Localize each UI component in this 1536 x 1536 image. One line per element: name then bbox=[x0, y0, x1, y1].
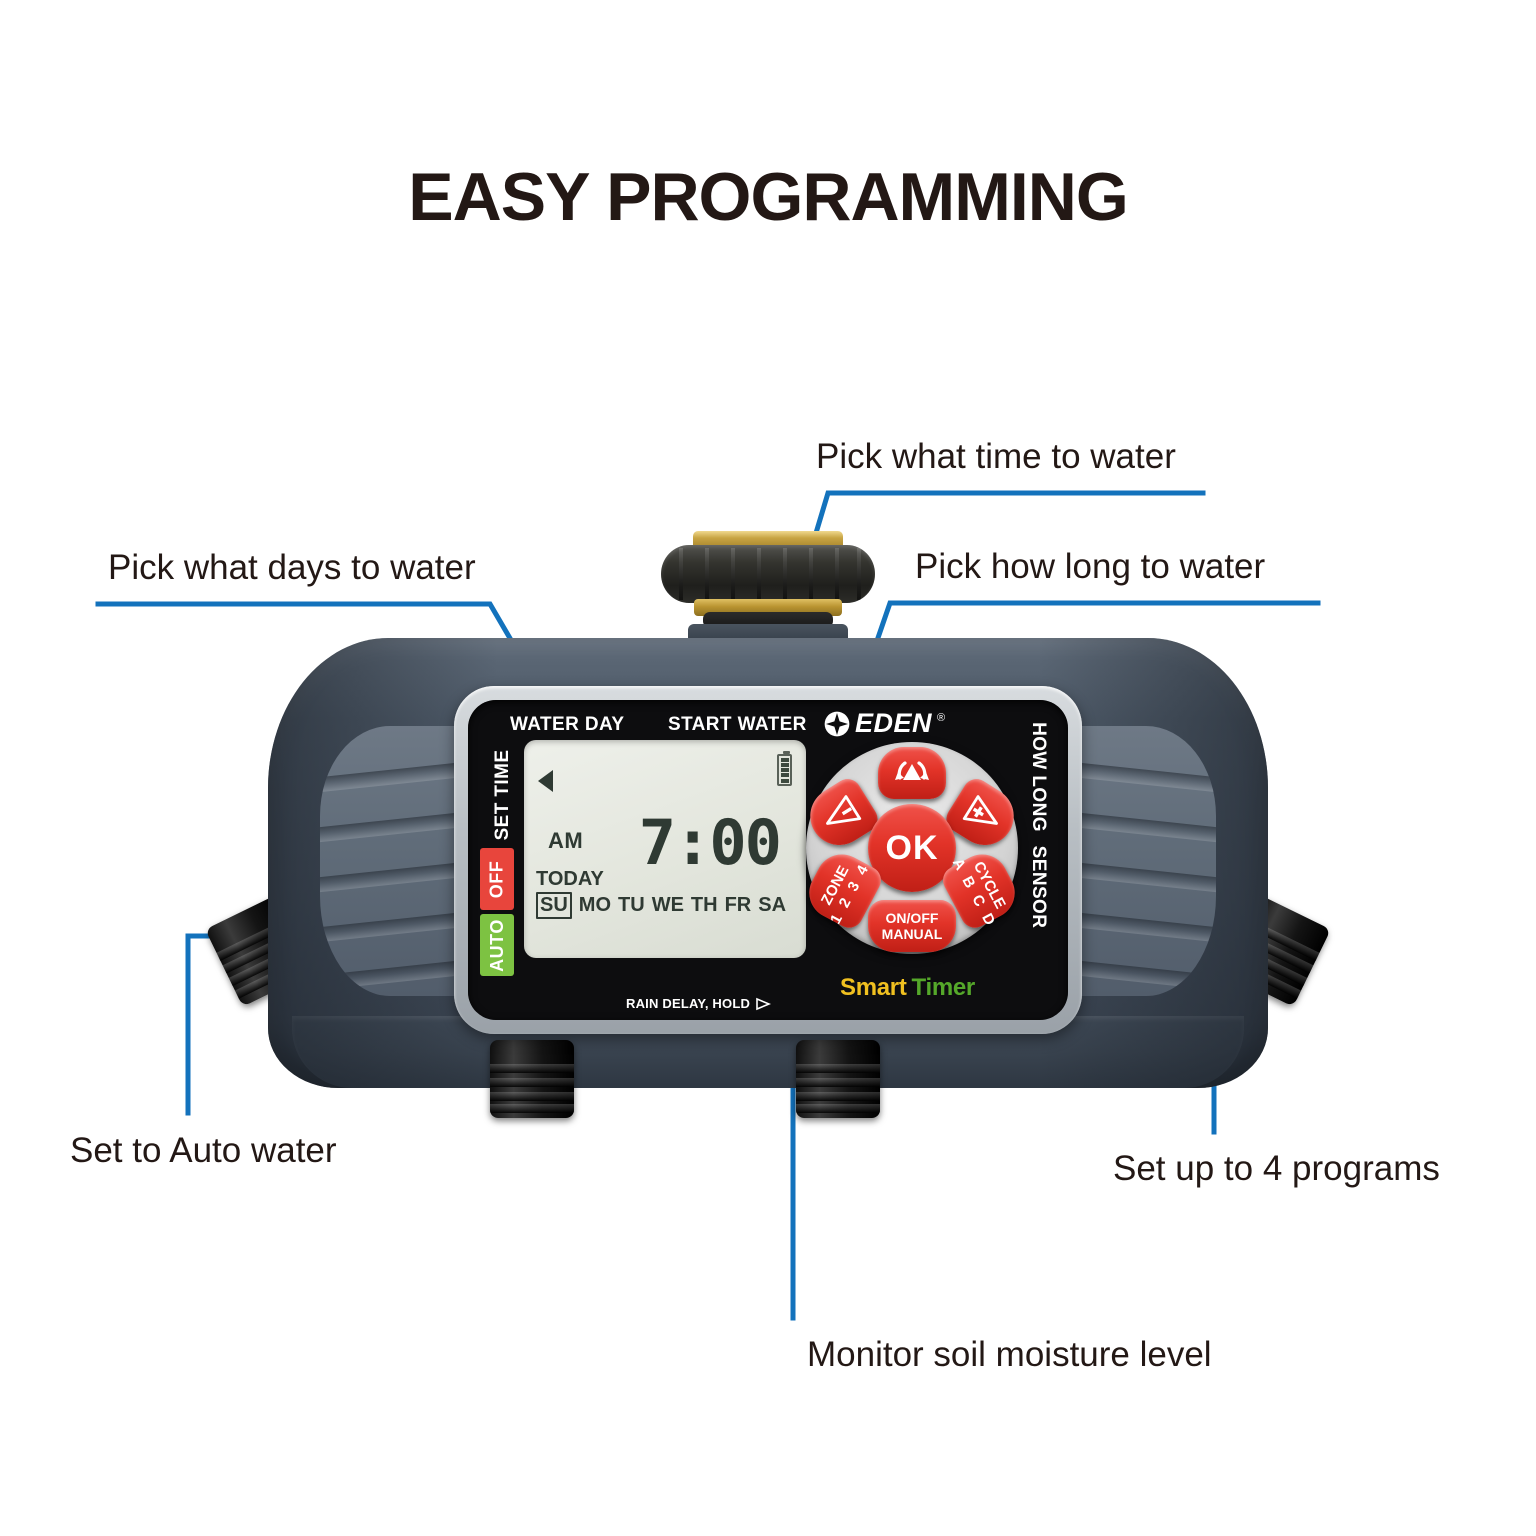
increase-button[interactable] bbox=[941, 773, 1025, 857]
label-sensor: SENSOR bbox=[1028, 845, 1049, 929]
lcd-display: AM 7:00 TODAY SU MO TU WE TH FR SA bbox=[524, 740, 806, 958]
label-set-time: SET TIME bbox=[492, 749, 513, 841]
page-title: EASY PROGRAMMING bbox=[408, 159, 1128, 235]
decrease-button[interactable] bbox=[799, 773, 883, 857]
left-triangle-icon bbox=[538, 770, 553, 792]
mode-chip-off[interactable]: OFF bbox=[480, 848, 514, 910]
rain-delay-triangle-icon bbox=[744, 997, 771, 1011]
wordmark-timer: Timer bbox=[911, 974, 976, 1001]
brand-name: EDEN bbox=[855, 708, 933, 738]
cycle-rotate-button[interactable] bbox=[878, 747, 946, 799]
lcd-day-we: WE bbox=[651, 894, 684, 916]
callout-label-howlong: Pick how long to water bbox=[915, 547, 1266, 586]
lcd-day-sa: SA bbox=[758, 894, 787, 916]
manual-onoff-button[interactable]: ON/OFF MANUAL bbox=[868, 900, 956, 952]
label-water-day: WATER DAY bbox=[510, 714, 625, 735]
lcd-day-su: SU bbox=[536, 892, 572, 919]
lcd-meridiem: AM bbox=[548, 828, 584, 853]
lcd-time: 7:00 bbox=[638, 806, 782, 879]
callout-label-time: Pick what time to water bbox=[816, 437, 1176, 476]
control-panel-bezel: WATER DAY START WATER SET TIME HOW LONG … bbox=[454, 686, 1082, 1034]
lcd-day-fr: FR bbox=[724, 894, 752, 916]
mode-chip-auto-label: AUTO bbox=[486, 918, 507, 972]
outlet-port-bottom-left bbox=[490, 1040, 574, 1118]
plus-right-triangle-icon bbox=[962, 795, 998, 825]
label-how-long: HOW LONG bbox=[1028, 722, 1049, 832]
outlet-port-bottom-right bbox=[796, 1040, 880, 1118]
manual-button-line2: MANUAL bbox=[881, 926, 943, 942]
lcd-day-row: SU MO TU WE TH FR SA bbox=[536, 892, 787, 919]
wordmark-smart: Smart bbox=[840, 974, 907, 1001]
minus-left-triangle-icon bbox=[826, 795, 862, 825]
brass-inlet-fitting bbox=[647, 518, 889, 644]
brand-logo: EDEN ® bbox=[824, 710, 945, 737]
brass-lower-ring bbox=[694, 599, 842, 616]
label-rain-delay: RAIN DELAY, HOLD bbox=[626, 996, 751, 1011]
mode-chip-auto[interactable]: AUTO bbox=[480, 914, 514, 976]
brand-registered-mark: ® bbox=[937, 712, 946, 724]
compass-star-icon bbox=[824, 711, 850, 737]
control-panel-face: WATER DAY START WATER SET TIME HOW LONG … bbox=[468, 700, 1068, 1020]
battery-full-icon bbox=[777, 751, 792, 786]
lcd-day-mo: MO bbox=[578, 894, 612, 916]
mode-chip-off-label: OFF bbox=[486, 860, 507, 898]
ok-button[interactable]: OK bbox=[868, 804, 956, 892]
rubber-grip-collar[interactable] bbox=[661, 545, 875, 603]
callout-label-auto: Set to Auto water bbox=[70, 1131, 337, 1170]
callout-label-sensor: Monitor soil moisture level bbox=[807, 1335, 1212, 1374]
lcd-today-label: TODAY bbox=[536, 868, 604, 890]
callout-label-days: Pick what days to water bbox=[108, 548, 476, 587]
callout-label-programs: Set up to 4 programs bbox=[1113, 1149, 1440, 1188]
cycle-rotate-up-icon bbox=[895, 761, 929, 780]
ok-button-label: OK bbox=[885, 828, 939, 867]
water-timer-device: WATER DAY START WATER SET TIME HOW LONG … bbox=[205, 531, 1331, 1118]
label-start-water: START WATER bbox=[668, 714, 807, 735]
manual-button-line1: ON/OFF bbox=[885, 909, 939, 926]
button-pad: OK ZONE 1 2 3 4 CYCLE A B C D bbox=[799, 742, 1025, 954]
lcd-day-tu: TU bbox=[618, 894, 645, 916]
lcd-day-th: TH bbox=[690, 894, 718, 916]
